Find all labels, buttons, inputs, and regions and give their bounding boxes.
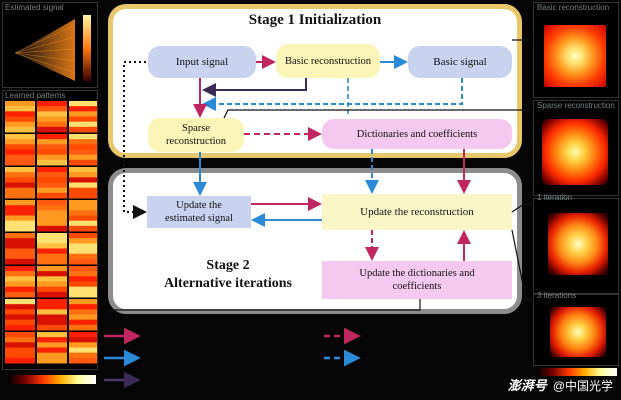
pattern-tile: [5, 266, 35, 298]
basic-reconstruction-node: Basic reconstruction: [276, 44, 380, 78]
result-label-4: 3 iterations: [537, 291, 577, 300]
pattern-tile: [37, 266, 67, 298]
sparse-reconstruction-node: Sparse reconstruction: [148, 118, 244, 152]
result-image-2: [542, 119, 608, 185]
stage1-title: Stage 1 Initialization: [248, 12, 382, 28]
pattern-tile: [5, 167, 35, 199]
connector-dict-bottom: [108, 299, 421, 311]
connector-recon-to-panel: [511, 203, 534, 213]
pattern-tile: [37, 332, 67, 364]
pattern-tile: [69, 134, 97, 166]
footer-watermark: 澎湃号 @中国光学: [508, 375, 613, 394]
result-panel-3: 1 iteration: [533, 193, 619, 294]
result-label-3: 1 iteration: [537, 193, 573, 202]
stage2-title-line1: Stage 2: [206, 258, 250, 273]
pattern-tile: [69, 332, 97, 364]
pattern-tile: [37, 200, 67, 232]
arrow-basic-recon-back: [202, 78, 307, 97]
pattern-tile: [5, 233, 35, 265]
result-image-1: [544, 25, 606, 87]
connector-dict-to-panel: [511, 229, 534, 301]
pattern-tile: [5, 101, 35, 133]
estimated-signal-label: Estimated signal: [5, 3, 64, 12]
pattern-tile: [69, 101, 97, 133]
result-image-4: [550, 307, 606, 357]
pattern-tile: [69, 233, 97, 265]
update-estimated-signal-node: Update the estimated signal: [147, 196, 251, 228]
estimated-signal-panel: Estimated signal: [2, 2, 98, 88]
pattern-tile: [37, 167, 67, 199]
result-panel-1: Basic reconstruction: [533, 2, 619, 98]
result-panel-2: Sparse reconstruction: [533, 100, 619, 196]
pattern-tile: [37, 233, 67, 265]
learned-patterns-grid: [5, 101, 97, 364]
pattern-tile: [37, 101, 67, 133]
pattern-tile: [5, 134, 35, 166]
result-panel-4: 3 iterations: [533, 291, 619, 366]
basic-signal-node: Basic signal: [408, 46, 512, 78]
estimated-signal-plot: [14, 15, 91, 81]
pattern-tile: [5, 332, 35, 364]
update-reconstruction-node: Update the reconstruction: [322, 194, 512, 230]
result-image-3: [548, 213, 608, 275]
pattern-tile: [5, 299, 35, 331]
result-label-1: Basic reconstruction: [537, 3, 610, 12]
pattern-tile: [37, 134, 67, 166]
pattern-tile: [69, 299, 97, 331]
pattern-tile: [69, 167, 97, 199]
pattern-tile: [5, 200, 35, 232]
pattern-tile: [37, 299, 67, 331]
footer-brand: 澎湃号: [507, 378, 547, 393]
learned-patterns-label: Learned patterns: [5, 91, 66, 100]
learned-patterns-panel: Learned patterns: [2, 90, 98, 370]
stage2-title-line2: Alternative iterations: [164, 276, 292, 291]
colorbar-right: [537, 368, 617, 376]
arrow-input-dotted-loop: [123, 61, 147, 219]
colorbar-left: [8, 375, 96, 384]
pattern-tile: [69, 266, 97, 298]
input-signal-node: Input signal: [148, 46, 256, 78]
footer-source: @中国光学: [552, 379, 613, 393]
update-dictionaries-node: Update the dictionaries and coefficients: [322, 261, 512, 299]
connector-sparse-to-panel: [223, 109, 530, 119]
pattern-tile: [69, 200, 97, 232]
arrow-basic-signal-back: [202, 78, 463, 111]
result-label-2: Sparse reconstruction: [537, 101, 615, 110]
dictionaries-coefficients-node: Dictionaries and coefficients: [322, 119, 512, 149]
